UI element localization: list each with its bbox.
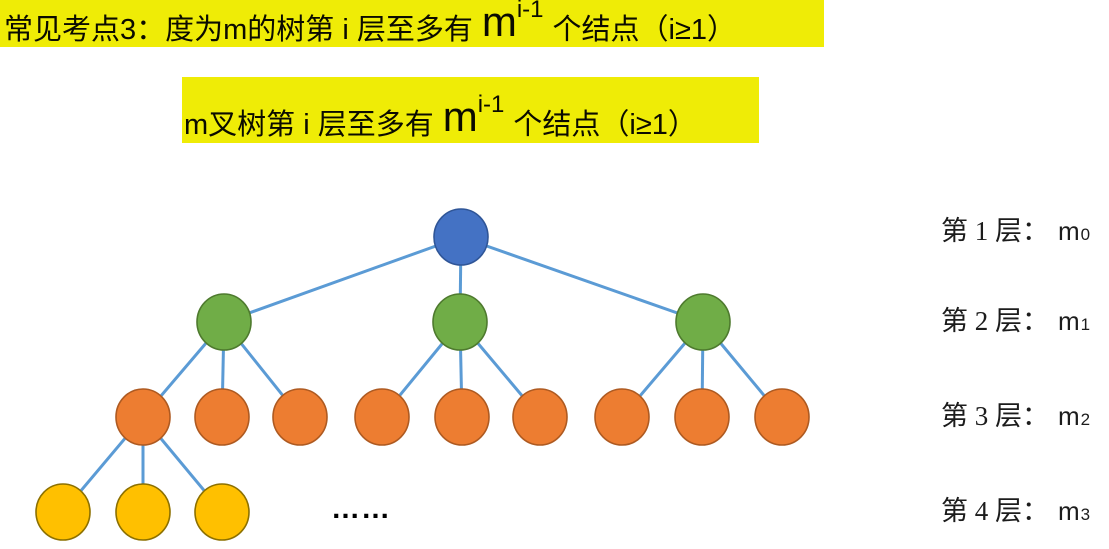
formula-exponent: i-1 — [477, 91, 505, 118]
tree-node-level3 — [512, 388, 568, 446]
title-line2-text: m叉树第 i 层至多有 — [184, 108, 434, 141]
tree-node-level3 — [674, 388, 730, 446]
tree-node-level4 — [194, 483, 250, 541]
tree-node-level3 — [754, 388, 810, 446]
tree-node-level2 — [675, 293, 731, 351]
tree-node-level3 — [194, 388, 250, 446]
tree-node-level2 — [196, 293, 252, 351]
tree-node-level4 — [115, 483, 171, 541]
level-formula-base: m — [1058, 216, 1080, 246]
tree-node-level3 — [272, 388, 328, 446]
tree-node-level3 — [115, 388, 171, 446]
title-line1-text: 常见考点3：度为m的树第 i 层至多有 — [4, 13, 473, 46]
title-line2-suffix: 个结点（i≥1） — [513, 108, 697, 141]
level-label-text: 第 3 层： — [941, 401, 1049, 431]
title-line1-formula: mi-1 — [481, 0, 544, 45]
tree-node-level2 — [432, 293, 488, 351]
level-label-text: 第 2 层： — [941, 306, 1049, 336]
tree-edge — [223, 235, 462, 324]
level-label-text: 第 1 层： — [941, 216, 1049, 246]
level-formula-base: m — [1058, 401, 1080, 431]
level-formula-base: m — [1058, 496, 1080, 526]
formula-base: m — [442, 93, 478, 140]
tree-node-level4 — [35, 483, 91, 541]
formula-base: m — [481, 0, 517, 45]
tree-node-level3 — [434, 388, 490, 446]
level-label-text: 第 4 层： — [941, 496, 1049, 526]
tree-node-level3 — [594, 388, 650, 446]
title-line1-suffix: 个结点（i≥1） — [552, 13, 737, 46]
tree-edge — [460, 235, 704, 324]
level-formula-base: m — [1058, 306, 1080, 336]
title-line1-highlight: 常见考点3：度为m的树第 i 层至多有 mi-1 个结点（i≥1） — [0, 0, 824, 47]
ellipsis-dots: …… — [331, 493, 391, 525]
formula-exponent: i-1 — [516, 0, 544, 23]
tree-node-level3 — [354, 388, 410, 446]
title-line2-formula: mi-1 — [442, 93, 505, 140]
title-line2-highlight: m叉树第 i 层至多有 mi-1 个结点（i≥1） — [182, 77, 759, 143]
tree-node-level1 — [433, 208, 489, 266]
